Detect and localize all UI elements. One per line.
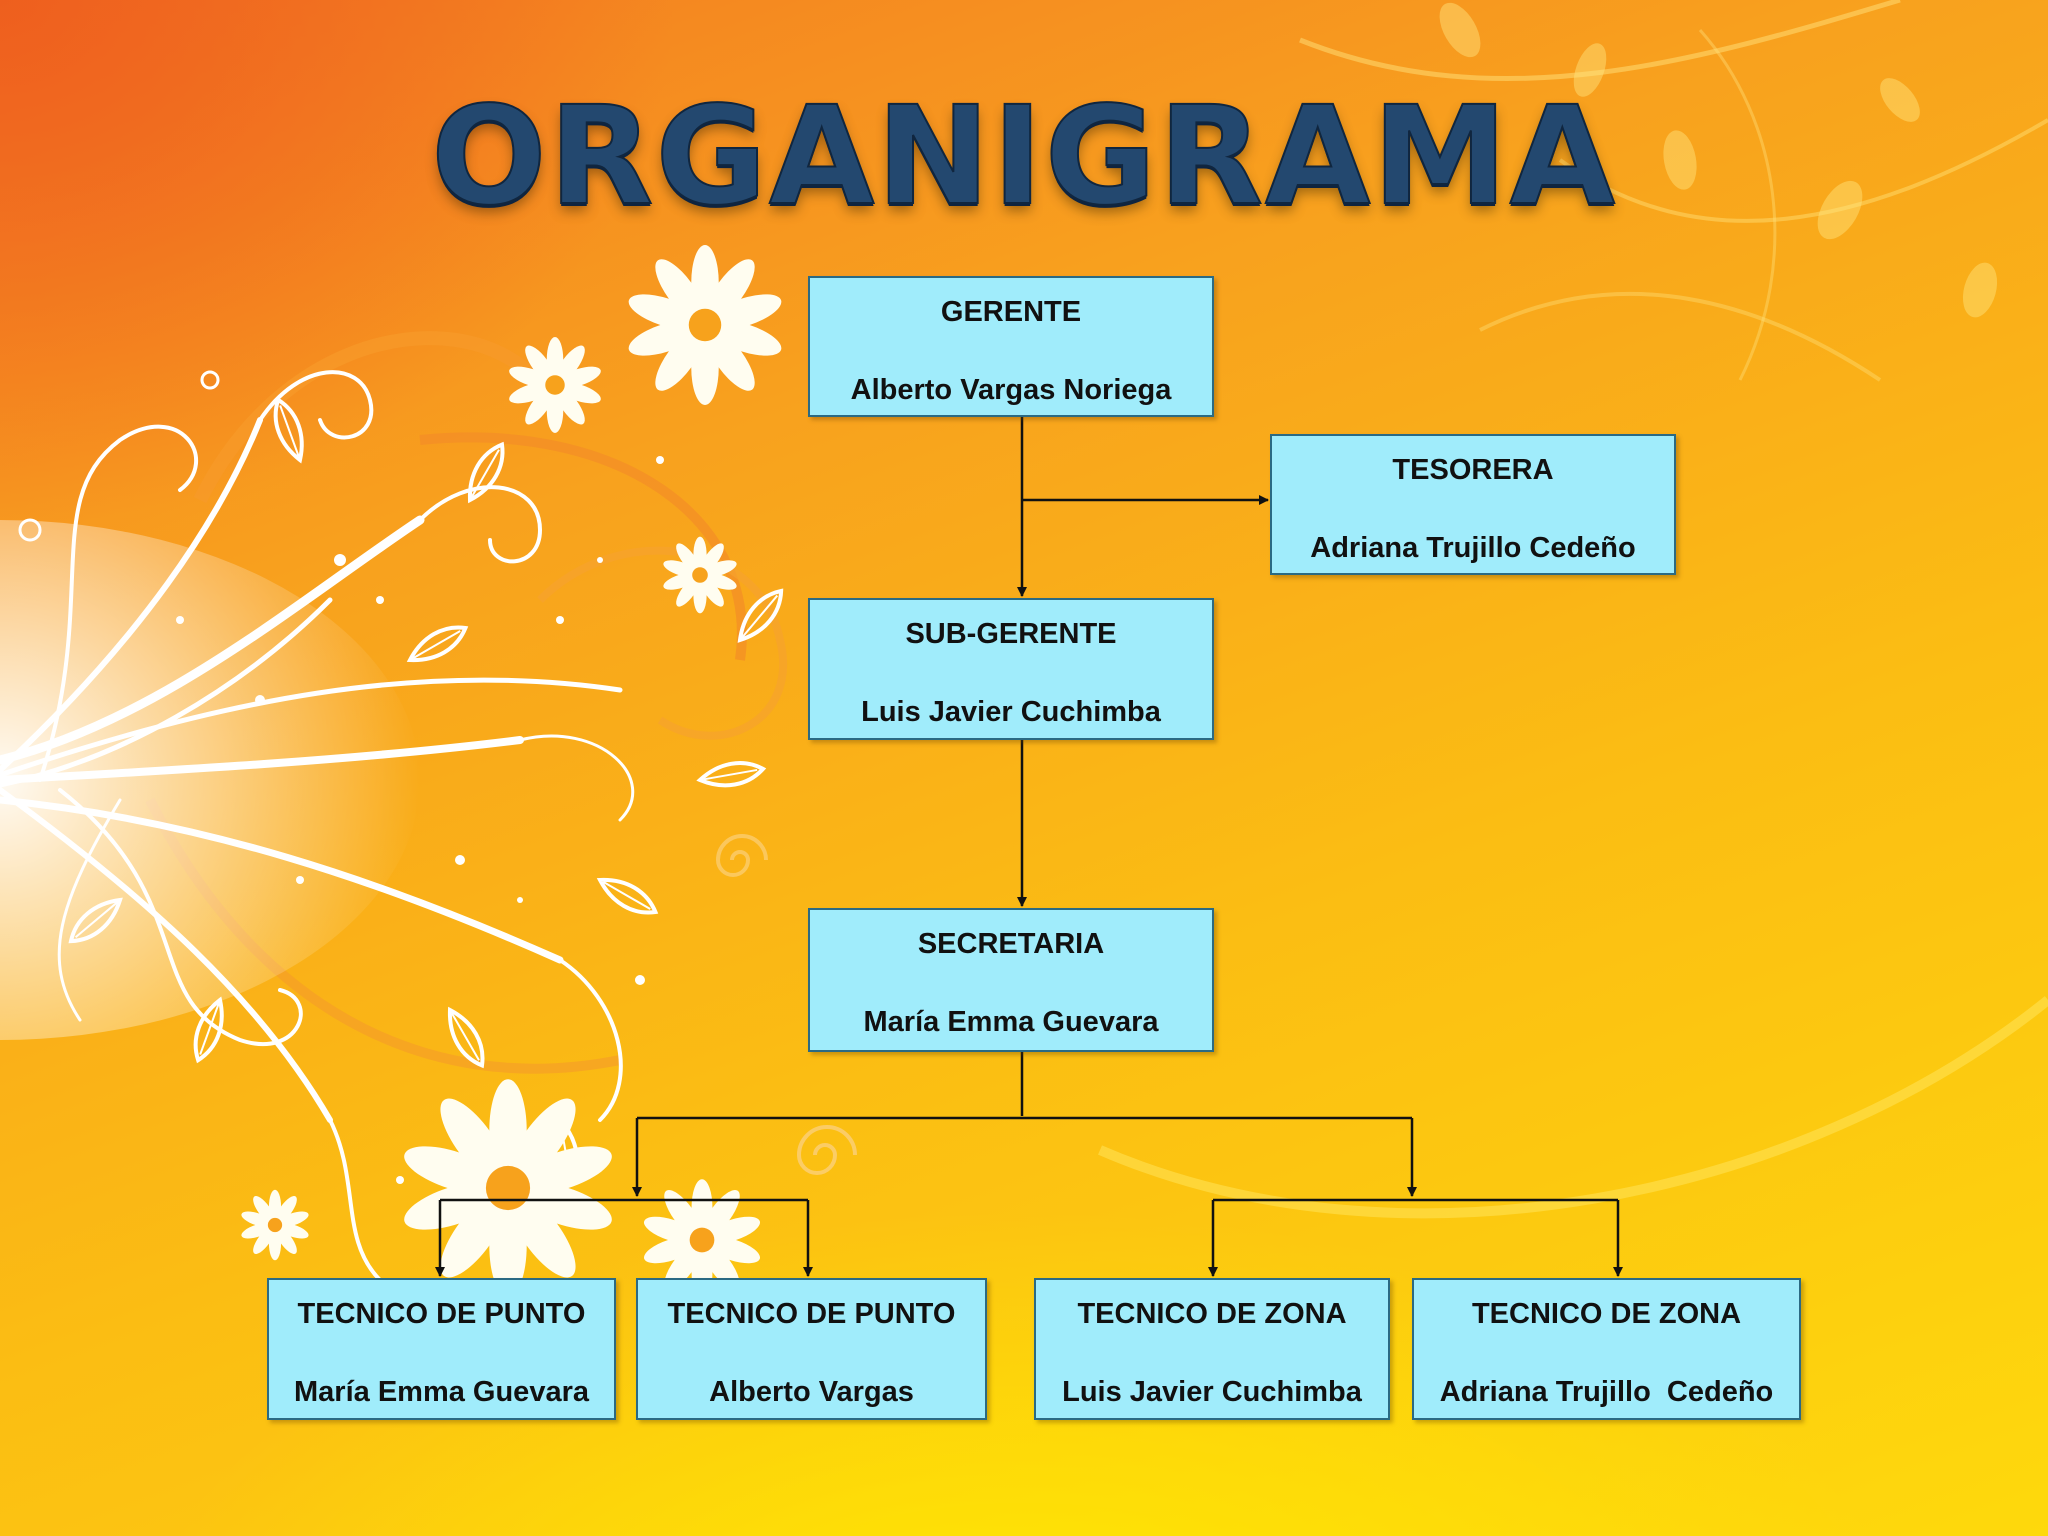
node-role: GERENTE [940,296,1082,328]
slide-title: ORGANIGRAMA [430,77,1617,237]
node-secretaria: SECRETARIA María Emma Guevara [808,908,1214,1052]
node-tesorera: TESORERA Adriana Trujillo Cedeño [1270,434,1676,575]
node-name: Luis Javier Cuchimba [861,696,1161,728]
node-name: María Emma Guevara [863,1006,1159,1038]
node-role: TECNICO DE PUNTO [297,1298,586,1330]
node-role: SUB-GERENTE [905,618,1117,650]
node-name: Alberto Vargas [709,1376,914,1408]
node-role: SECRETARIA [917,928,1105,960]
node-role: TECNICO DE ZONA [1471,1298,1742,1330]
node-tecnico-zona-1: TECNICO DE ZONA Luis Javier Cuchimba [1034,1278,1390,1420]
node-tecnico-punto-1: TECNICO DE PUNTO María Emma Guevara [267,1278,616,1420]
node-name: Adriana Trujillo Cedeño [1310,532,1636,564]
node-gerente: GERENTE Alberto Vargas Noriega [808,276,1214,417]
node-subgerente: SUB-GERENTE Luis Javier Cuchimba [808,598,1214,740]
node-name: Adriana Trujillo Cedeño [1439,1376,1774,1408]
node-name: Alberto Vargas Noriega [850,374,1172,406]
node-tecnico-punto-2: TECNICO DE PUNTO Alberto Vargas [636,1278,987,1420]
node-role: TECNICO DE PUNTO [667,1298,956,1330]
node-name: Luis Javier Cuchimba [1062,1376,1362,1408]
node-name: María Emma Guevara [294,1376,589,1408]
node-role: TECNICO DE ZONA [1077,1298,1347,1330]
node-tecnico-zona-2: TECNICO DE ZONA Adriana Trujillo Cedeño [1412,1278,1801,1420]
node-role: TESORERA [1392,454,1554,486]
